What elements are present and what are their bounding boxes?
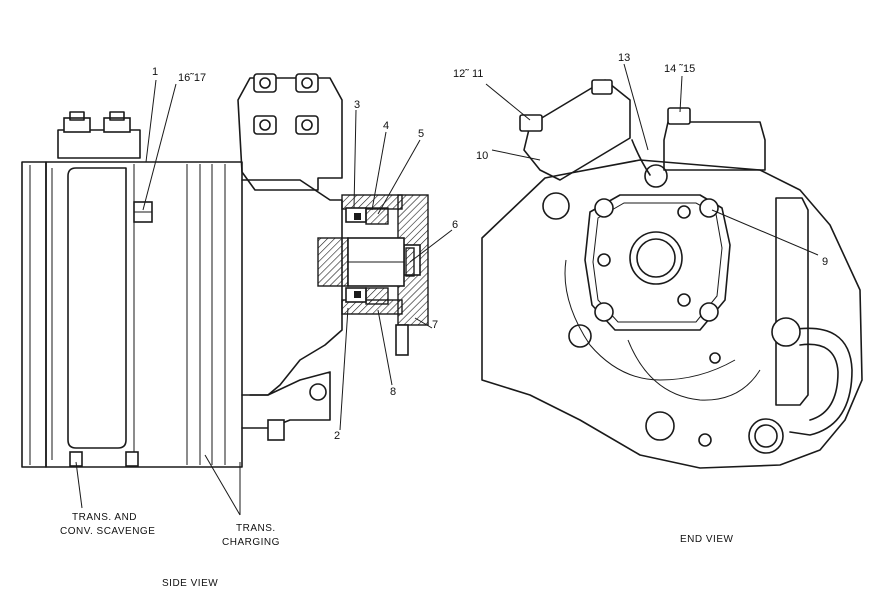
end-view-drawing xyxy=(481,79,863,469)
charging-caption-line2: CHARGING xyxy=(222,537,280,548)
charging-caption-line1: TRANS. xyxy=(236,523,276,534)
callout-1: 1 xyxy=(152,66,159,78)
scavenge-caption-line2: CONV. SCAVENGE xyxy=(60,526,156,537)
callout-13: 13 xyxy=(618,52,631,64)
callout-6: 6 xyxy=(452,219,459,231)
callout-10: 10 xyxy=(476,150,489,162)
scavenge-caption-line1: TRANS. AND xyxy=(72,512,138,523)
callout-14-15: 14 ˜15 xyxy=(664,63,696,75)
side-view-caption: SIDE VIEW xyxy=(162,578,219,589)
callout-2: 2 xyxy=(334,430,341,442)
callout-4: 4 xyxy=(383,120,390,132)
callout-3: 3 xyxy=(354,99,361,111)
callout-8: 8 xyxy=(390,386,397,398)
callout-5: 5 xyxy=(418,128,425,140)
callout-12-11: 12˜ 11 xyxy=(453,68,484,80)
callout-9: 9 xyxy=(822,256,829,268)
end-view-caption: END VIEW xyxy=(680,534,734,545)
leader-lines xyxy=(75,63,819,516)
callout-7: 7 xyxy=(432,319,439,331)
side-view-drawing xyxy=(21,73,429,468)
callout-16-17: 16˜17 xyxy=(178,72,207,84)
